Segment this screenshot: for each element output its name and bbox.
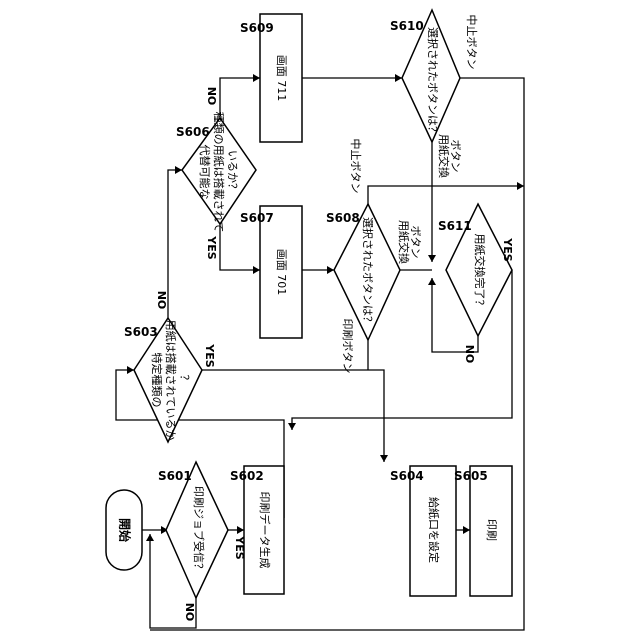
s608-text: 選択されたボタンは？	[361, 217, 375, 327]
decision-s611: 用紙交換完了？ S611	[438, 204, 512, 336]
s608-cancel-label: 中止ボタン	[349, 139, 362, 194]
s607-step: S607	[240, 211, 274, 225]
s607-text: 画面 701	[275, 249, 288, 296]
s602-text: 印刷データ生成	[258, 492, 272, 569]
s605-step: S605	[454, 469, 488, 483]
s603-line3: ？	[178, 375, 191, 386]
s609-step: S609	[240, 21, 274, 35]
s610-change-label1: 用紙交換	[437, 134, 451, 178]
s608-change-label2: ボタン	[409, 226, 422, 259]
s609-text: 画面 711	[275, 55, 288, 102]
s603-step: S603	[124, 325, 158, 339]
s602-step: S602	[230, 469, 264, 483]
s606-step: S606	[176, 125, 210, 139]
s606-yes-label: YES	[205, 235, 218, 259]
s606-line1: 代替可能な	[198, 145, 212, 200]
s606-line2: 種類の用紙は搭載されて	[212, 112, 226, 233]
s601-step: S601	[158, 469, 192, 483]
s608-print-label: 印刷ボタン	[341, 319, 354, 374]
start-label: 開始	[118, 518, 133, 542]
start-terminator: 開始	[106, 490, 142, 570]
s603-no-label: NO	[155, 291, 168, 310]
s606-line3: いるか？	[226, 150, 239, 194]
decision-s601: 印刷ジョブ受信？ S601	[158, 462, 228, 598]
s610-text: 選択されたボタンは？	[426, 27, 440, 137]
process-s605: 印刷 S605	[454, 466, 512, 596]
s610-change-label2: ボタン	[449, 140, 462, 173]
s610-cancel-label: 中止ボタン	[465, 15, 478, 70]
s601-no-label: NO	[183, 603, 196, 622]
s611-step: S611	[438, 219, 472, 233]
s604-step: S604	[390, 469, 424, 483]
s610-step: S610	[390, 19, 424, 33]
s608-step: S608	[326, 211, 360, 225]
s603-yes-label: YES	[203, 343, 216, 367]
decision-s603: 特定種類の 用紙は搭載されているか ？ S603	[124, 318, 202, 442]
s611-text: 用紙交換完了？	[473, 234, 487, 311]
s601-text: 印刷ジョブ受信？	[192, 486, 206, 574]
decision-s608: 選択されたボタンは？ S608	[326, 204, 400, 340]
s608-change-label1: 用紙交換	[397, 220, 411, 264]
s611-no-label: NO	[463, 345, 476, 364]
process-s604: 給紙口を設定 S604	[390, 466, 456, 596]
decision-s610: 選択されたボタンは？ S610	[390, 10, 460, 142]
s604-text: 給紙口を設定	[427, 497, 441, 563]
s605-text: 印刷	[485, 519, 498, 541]
s611-yes-label: YES	[501, 237, 514, 261]
s603-line2: 用紙は搭載されているか	[164, 320, 178, 441]
s603-line1: 特定種類の	[150, 353, 164, 408]
s606-no-label: NO	[205, 87, 218, 106]
process-s607: 画面 701 S607	[240, 206, 302, 338]
